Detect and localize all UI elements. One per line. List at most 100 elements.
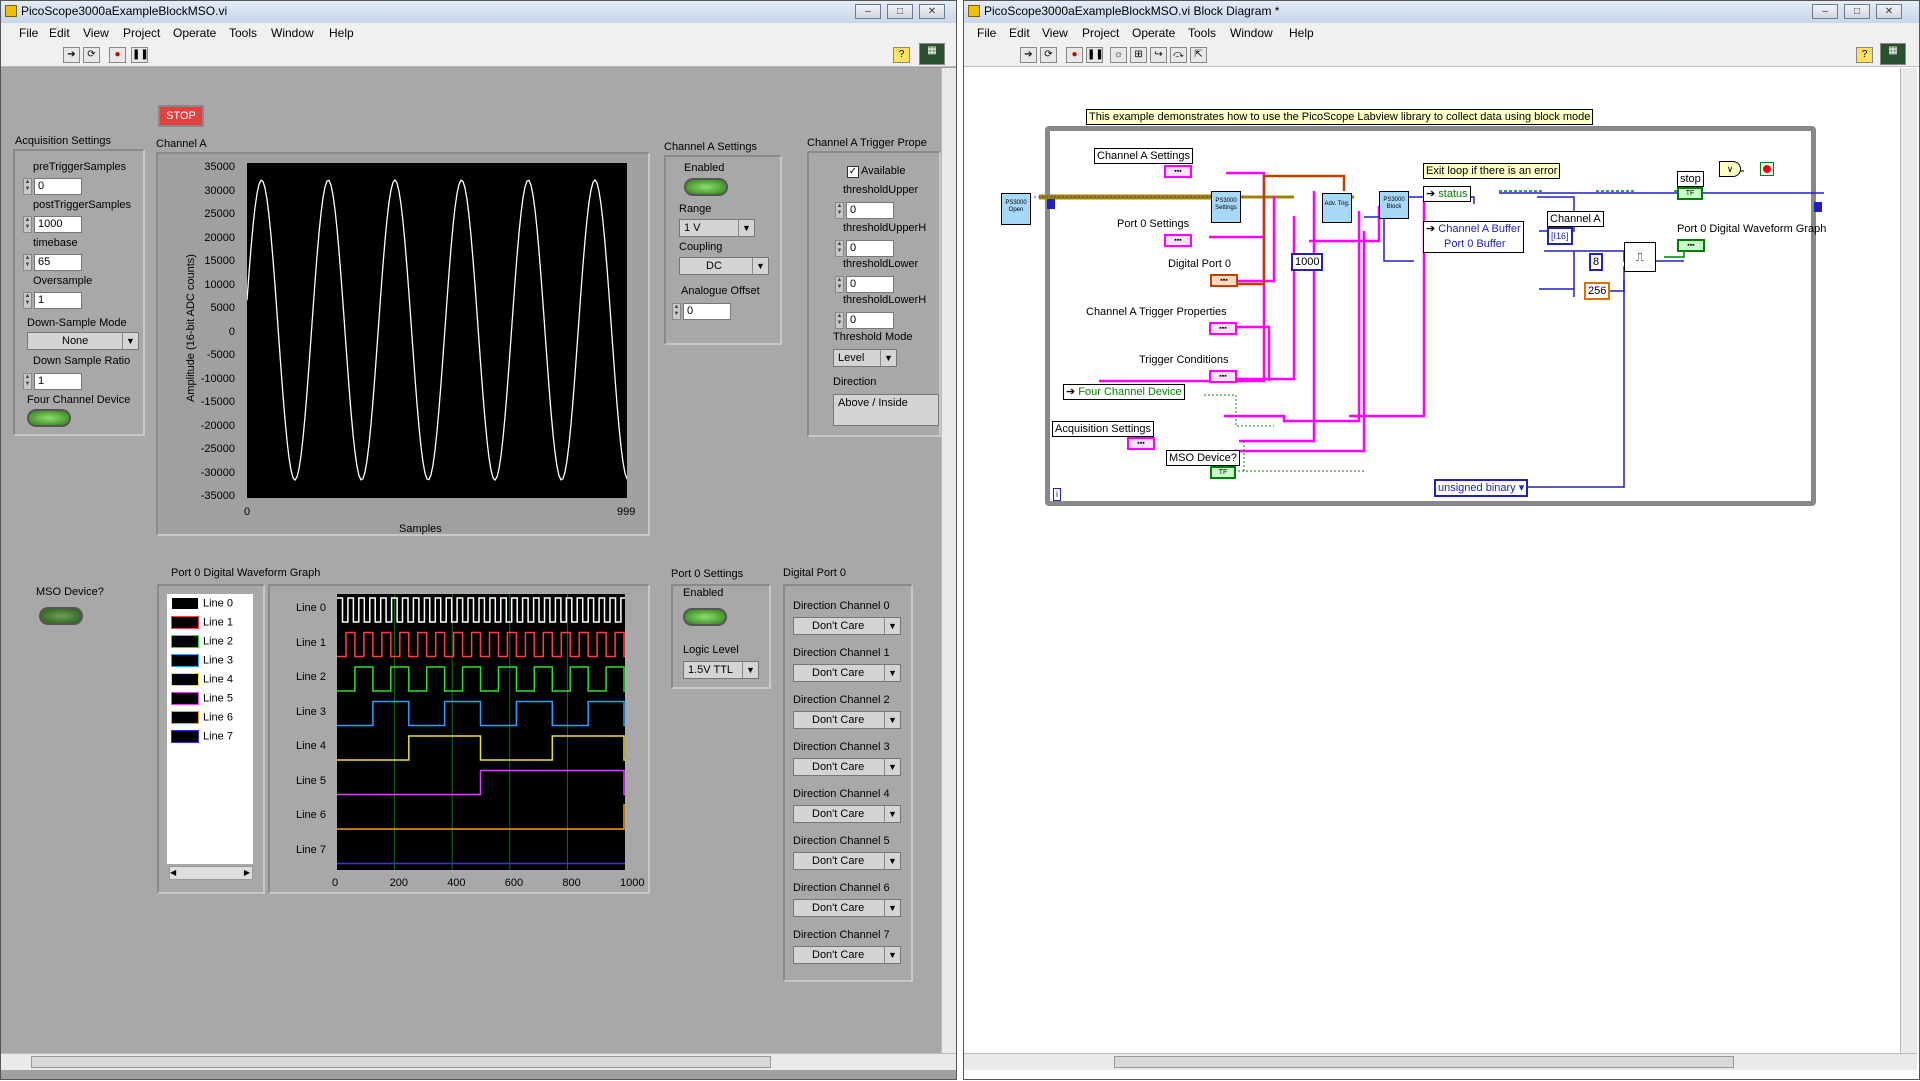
bd-status-unbundle[interactable]: ➔ status (1423, 186, 1471, 202)
digital-waveform-build-icon[interactable]: ⎍ (1624, 242, 1656, 272)
bd-acq-settings-label[interactable]: Acquisition Settings (1052, 421, 1154, 437)
direction-channel-select[interactable]: Don't Care▼ (793, 617, 901, 635)
minimize-button[interactable]: – (855, 4, 881, 19)
bd-exit-comment[interactable]: Exit loop if there is an error (1423, 163, 1561, 179)
threshold-upper-input[interactable]: 0 (846, 202, 894, 219)
timebase-input[interactable]: 65 (34, 254, 82, 271)
abort-icon[interactable]: ● (109, 47, 126, 63)
menu-tools[interactable]: Tools (1188, 26, 1217, 40)
help-icon[interactable]: ? (1856, 47, 1873, 63)
post-trigger-spinner[interactable]: ▲▼ (23, 216, 32, 233)
direction-channel-select[interactable]: Don't Care▼ (793, 946, 901, 964)
legend-hscroll[interactable]: ◀▶ (169, 866, 253, 880)
timebase-spinner[interactable]: ▲▼ (23, 254, 32, 271)
menu-edit[interactable]: Edit (1009, 26, 1030, 40)
ps3000-settings-block[interactable]: PS3000 Settings (1211, 191, 1241, 223)
menu-operate[interactable]: Operate (1132, 26, 1176, 40)
front-panel-vscroll[interactable] (941, 68, 956, 1053)
help-icon[interactable]: ? (893, 47, 910, 63)
four-channel-toggle[interactable] (27, 409, 71, 427)
bd-mso-device-label[interactable]: MSO Device? (1166, 450, 1240, 466)
maximize-button[interactable]: □ (1844, 4, 1870, 19)
highlight-execution-icon[interactable]: ☼ (1110, 47, 1127, 63)
front-panel-titlebar[interactable]: PicoScope3000aExampleBlockMSO.vi – □ ✕ (1, 1, 956, 23)
legend-item[interactable]: Line 2 (171, 635, 233, 648)
maximize-button[interactable]: □ (887, 4, 913, 19)
bd-stop-label[interactable]: stop (1677, 171, 1704, 187)
threshold-lower-input[interactable]: 0 (846, 276, 894, 293)
bd-hscroll[interactable] (964, 1053, 1917, 1070)
bd-stop-terminal[interactable]: TF (1677, 187, 1703, 200)
minimize-button[interactable]: – (1812, 4, 1838, 19)
direction-channel-select[interactable]: Don't Care▼ (793, 852, 901, 870)
direction-channel-select[interactable]: Don't Care▼ (793, 899, 901, 917)
port0-enabled-toggle[interactable] (683, 608, 727, 626)
available-checkbox[interactable]: ✓ (847, 166, 859, 178)
menu-project[interactable]: Project (123, 26, 161, 40)
logic-level-select[interactable]: 1.5V TTL▼ (683, 661, 759, 679)
ch-a-offset-spinner[interactable]: ▲▼ (672, 303, 681, 320)
direction-channel-select[interactable]: Don't Care▼ (793, 664, 901, 682)
digital-plot[interactable] (337, 594, 625, 870)
threshold-mode-select[interactable]: Level▼ (833, 349, 897, 367)
threshold-upper-spinner[interactable]: ▲▼ (835, 202, 844, 219)
bd-ch-a-settings-label[interactable]: Channel A Settings (1094, 148, 1193, 164)
legend-item[interactable]: Line 4 (171, 673, 233, 686)
pause-icon[interactable]: ❚❚ (1086, 47, 1104, 63)
menu-view[interactable]: View (1042, 26, 1068, 40)
ps3000-open-block[interactable]: PS3000 Open (1001, 193, 1031, 225)
menu-window[interactable]: Window (271, 26, 314, 40)
bd-trigger-props-terminal[interactable]: ▪▪▪ (1209, 322, 1237, 335)
pre-trigger-spinner[interactable]: ▲▼ (23, 178, 32, 195)
downsample-ratio-input[interactable]: 1 (34, 373, 82, 390)
threshold-lower-h-spinner[interactable]: ▲▼ (835, 312, 844, 329)
bd-digital-graph-terminal[interactable]: ▪▪▪ (1677, 239, 1705, 252)
menu-help[interactable]: Help (1289, 26, 1314, 40)
bd-channel-a-terminal[interactable]: [I16] (1547, 227, 1573, 245)
bd-four-channel-constant[interactable]: ➔ Four Channel Device (1063, 384, 1185, 400)
bd-port0-settings-terminal[interactable]: ▪▪▪ (1164, 234, 1192, 247)
bd-acq-settings-terminal[interactable]: ▪▪▪ (1127, 437, 1155, 450)
pre-trigger-input[interactable]: 0 (34, 178, 82, 195)
direction-channel-select[interactable]: Don't Care▼ (793, 805, 901, 823)
threshold-upper-h-input[interactable]: 0 (846, 240, 894, 257)
legend-item[interactable]: Line 6 (171, 711, 233, 724)
step-over-icon[interactable]: ⤼ (1170, 47, 1187, 63)
adv-trig-block[interactable]: Adv. Trig. (1322, 193, 1352, 223)
bd-const-8[interactable]: 8 (1589, 253, 1604, 271)
scroll-right-icon[interactable]: ▶ (243, 868, 250, 877)
bd-channel-a-label[interactable]: Channel A (1547, 211, 1604, 227)
run-continuous-icon[interactable]: ⟳ (1040, 47, 1057, 63)
threshold-lower-h-input[interactable]: 0 (846, 312, 894, 329)
loop-stop-condition-icon[interactable] (1760, 162, 1774, 176)
direction-channel-select[interactable]: Don't Care▼ (793, 758, 901, 776)
menu-file[interactable]: File (977, 26, 997, 40)
bd-vscroll[interactable] (1900, 68, 1917, 1053)
menu-view[interactable]: View (83, 26, 109, 40)
run-arrow-icon[interactable]: ➔ (1020, 47, 1037, 63)
bd-ch-a-settings-terminal[interactable]: ▪▪▪ (1164, 165, 1192, 178)
downsample-mode-select[interactable]: None▼ (27, 332, 139, 350)
menu-project[interactable]: Project (1082, 26, 1120, 40)
menu-edit[interactable]: Edit (49, 26, 70, 40)
while-loop[interactable] (1045, 126, 1816, 506)
hscroll-thumb[interactable] (31, 1056, 771, 1068)
legend-item[interactable]: Line 5 (171, 692, 233, 705)
downsample-ratio-spinner[interactable]: ▲▼ (23, 373, 32, 390)
ch-a-enabled-toggle[interactable] (684, 178, 728, 196)
run-continuous-icon[interactable]: ⟳ (83, 47, 100, 63)
legend-item[interactable]: Line 7 (171, 730, 233, 743)
bd-const-1000[interactable]: 1000 (1291, 253, 1324, 271)
run-arrow-icon[interactable]: ➔ (63, 47, 80, 63)
legend-item[interactable]: Line 3 (171, 654, 233, 667)
scroll-left-icon[interactable]: ◀ (170, 868, 177, 877)
pause-icon[interactable]: ❚❚ (131, 47, 149, 63)
ch-a-range-select[interactable]: 1 V▼ (679, 219, 755, 237)
bd-hscroll-thumb[interactable] (1114, 1056, 1734, 1068)
retain-wire-values-icon[interactable]: ⊞ (1130, 47, 1147, 63)
direction-channel-select[interactable]: Don't Care▼ (793, 711, 901, 729)
bd-unsigned-binary[interactable]: unsigned binary ▾ (1434, 479, 1529, 497)
bd-info-icon[interactable]: i (1053, 488, 1061, 501)
block-diagram-titlebar[interactable]: PicoScope3000aExampleBlockMSO.vi Block D… (964, 1, 1919, 23)
stop-button[interactable]: STOP (158, 105, 204, 127)
